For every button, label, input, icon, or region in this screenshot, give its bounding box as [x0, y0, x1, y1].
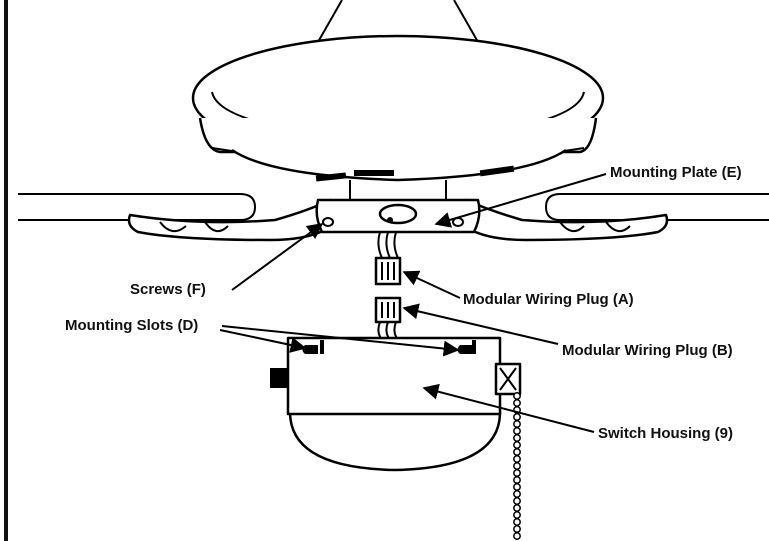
leader-switch-housing — [422, 383, 595, 433]
leader-plug-a — [402, 270, 461, 299]
label-modular-wiring-plug-a: Modular Wiring Plug (A) — [463, 291, 634, 308]
right-fan-blade — [464, 193, 769, 242]
fan-canopy — [317, 0, 479, 43]
modular-wiring-plug-a — [374, 231, 402, 286]
leader-mounting-plate — [434, 173, 607, 228]
modular-wiring-plug-b — [374, 296, 402, 341]
leader-screws — [231, 223, 324, 291]
leader-slots-left — [219, 329, 307, 353]
switch-housing — [270, 336, 522, 472]
motor-housing — [191, 34, 605, 201]
page-border-line — [4, 0, 8, 541]
left-fan-blade — [18, 193, 332, 242]
leader-plug-b — [402, 303, 559, 345]
pull-chain — [513, 392, 521, 540]
label-mounting-slots: Mounting Slots (D) — [65, 317, 198, 334]
mounting-plate — [315, 198, 481, 234]
leader-slots-right — [221, 325, 460, 357]
label-switch-housing: Switch Housing (9) — [598, 425, 733, 442]
label-screws: Screws (F) — [130, 281, 206, 298]
label-modular-wiring-plug-b: Modular Wiring Plug (B) — [562, 342, 733, 359]
label-mounting-plate: Mounting Plate (E) — [610, 164, 742, 181]
